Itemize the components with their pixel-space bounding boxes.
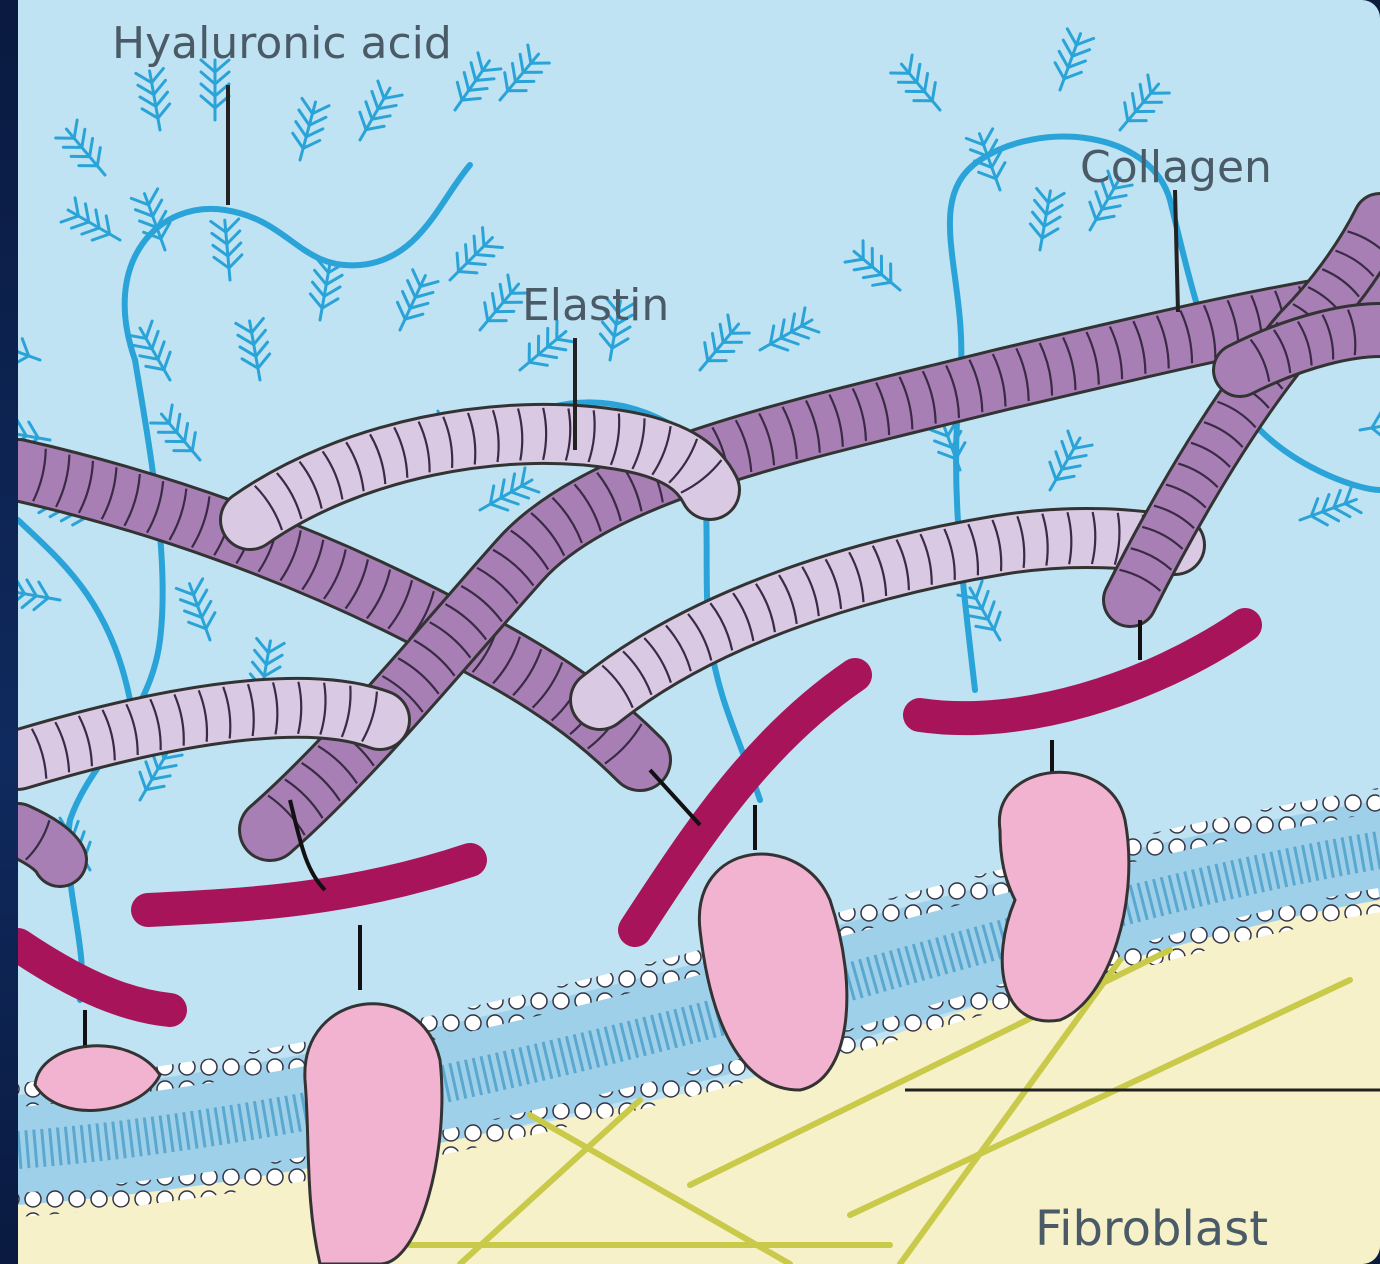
ecm-illustration: Hyaluronic acid Collagen Elastin Fibrobl… <box>18 0 1380 1264</box>
left-edge-bar <box>0 0 18 1264</box>
label-elastin: Elastin <box>522 280 669 331</box>
label-collagen: Collagen <box>1080 142 1272 193</box>
label-hyaluronic-acid: Hyaluronic acid <box>112 18 452 69</box>
collagen-fiber <box>18 820 60 860</box>
ecm-diagram: Hyaluronic acid Collagen Elastin Fibrobl… <box>18 0 1380 1264</box>
label-fibroblast: Fibroblast <box>1035 1201 1268 1257</box>
